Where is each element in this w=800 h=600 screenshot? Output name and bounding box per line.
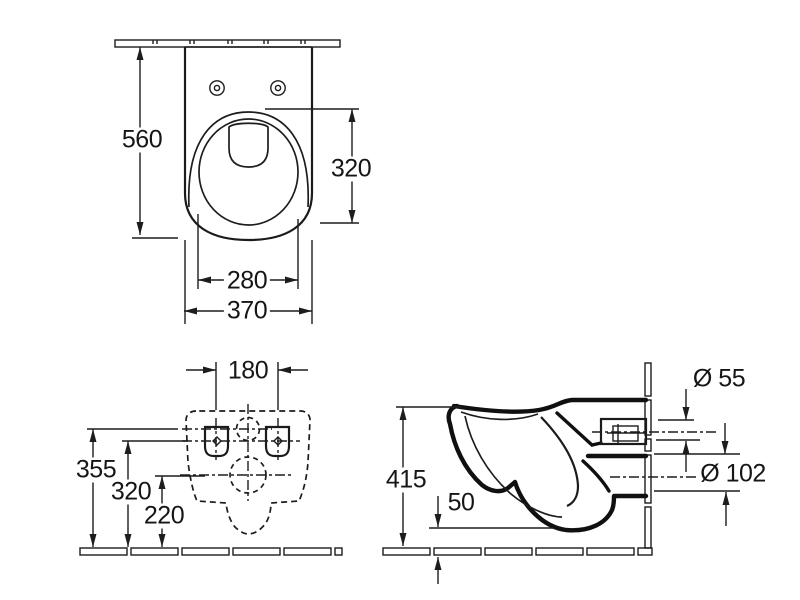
dim-fixing-hole-spacing: 180 bbox=[224, 358, 272, 384]
pan-section-profile bbox=[446, 397, 649, 533]
dim-bowl-inner-length: 320 bbox=[327, 156, 375, 182]
dim-overall-depth: 560 bbox=[118, 127, 166, 153]
floor-hatch-side-view bbox=[382, 547, 653, 556]
dim-overall-width: 370 bbox=[223, 298, 271, 324]
floor-hatch-rear-view bbox=[79, 547, 343, 556]
rear-view-dimension-lines bbox=[87, 362, 308, 547]
dim-underside-clearance: 50 bbox=[444, 490, 478, 516]
rear-view-centerlines bbox=[180, 404, 300, 501]
fixing-holes-top-view bbox=[209, 80, 286, 96]
dim-outlet-center-height: 220 bbox=[140, 503, 188, 529]
dim-bowl-inner-width: 280 bbox=[223, 268, 271, 294]
dim-inlet-center-height: 355 bbox=[72, 457, 120, 483]
rear-view bbox=[79, 362, 343, 556]
side-view bbox=[382, 362, 740, 584]
dim-fixing-hole-height: 320 bbox=[107, 479, 155, 505]
pan-body-outline bbox=[183, 46, 314, 242]
dim-outlet-diameter: Ø 102 bbox=[697, 461, 769, 487]
wall-hatch-top-view bbox=[114, 39, 341, 48]
pan-rear-silhouette bbox=[185, 410, 311, 535]
dim-rim-height: 415 bbox=[382, 467, 430, 493]
dim-inlet-diameter: Ø 55 bbox=[689, 366, 749, 392]
